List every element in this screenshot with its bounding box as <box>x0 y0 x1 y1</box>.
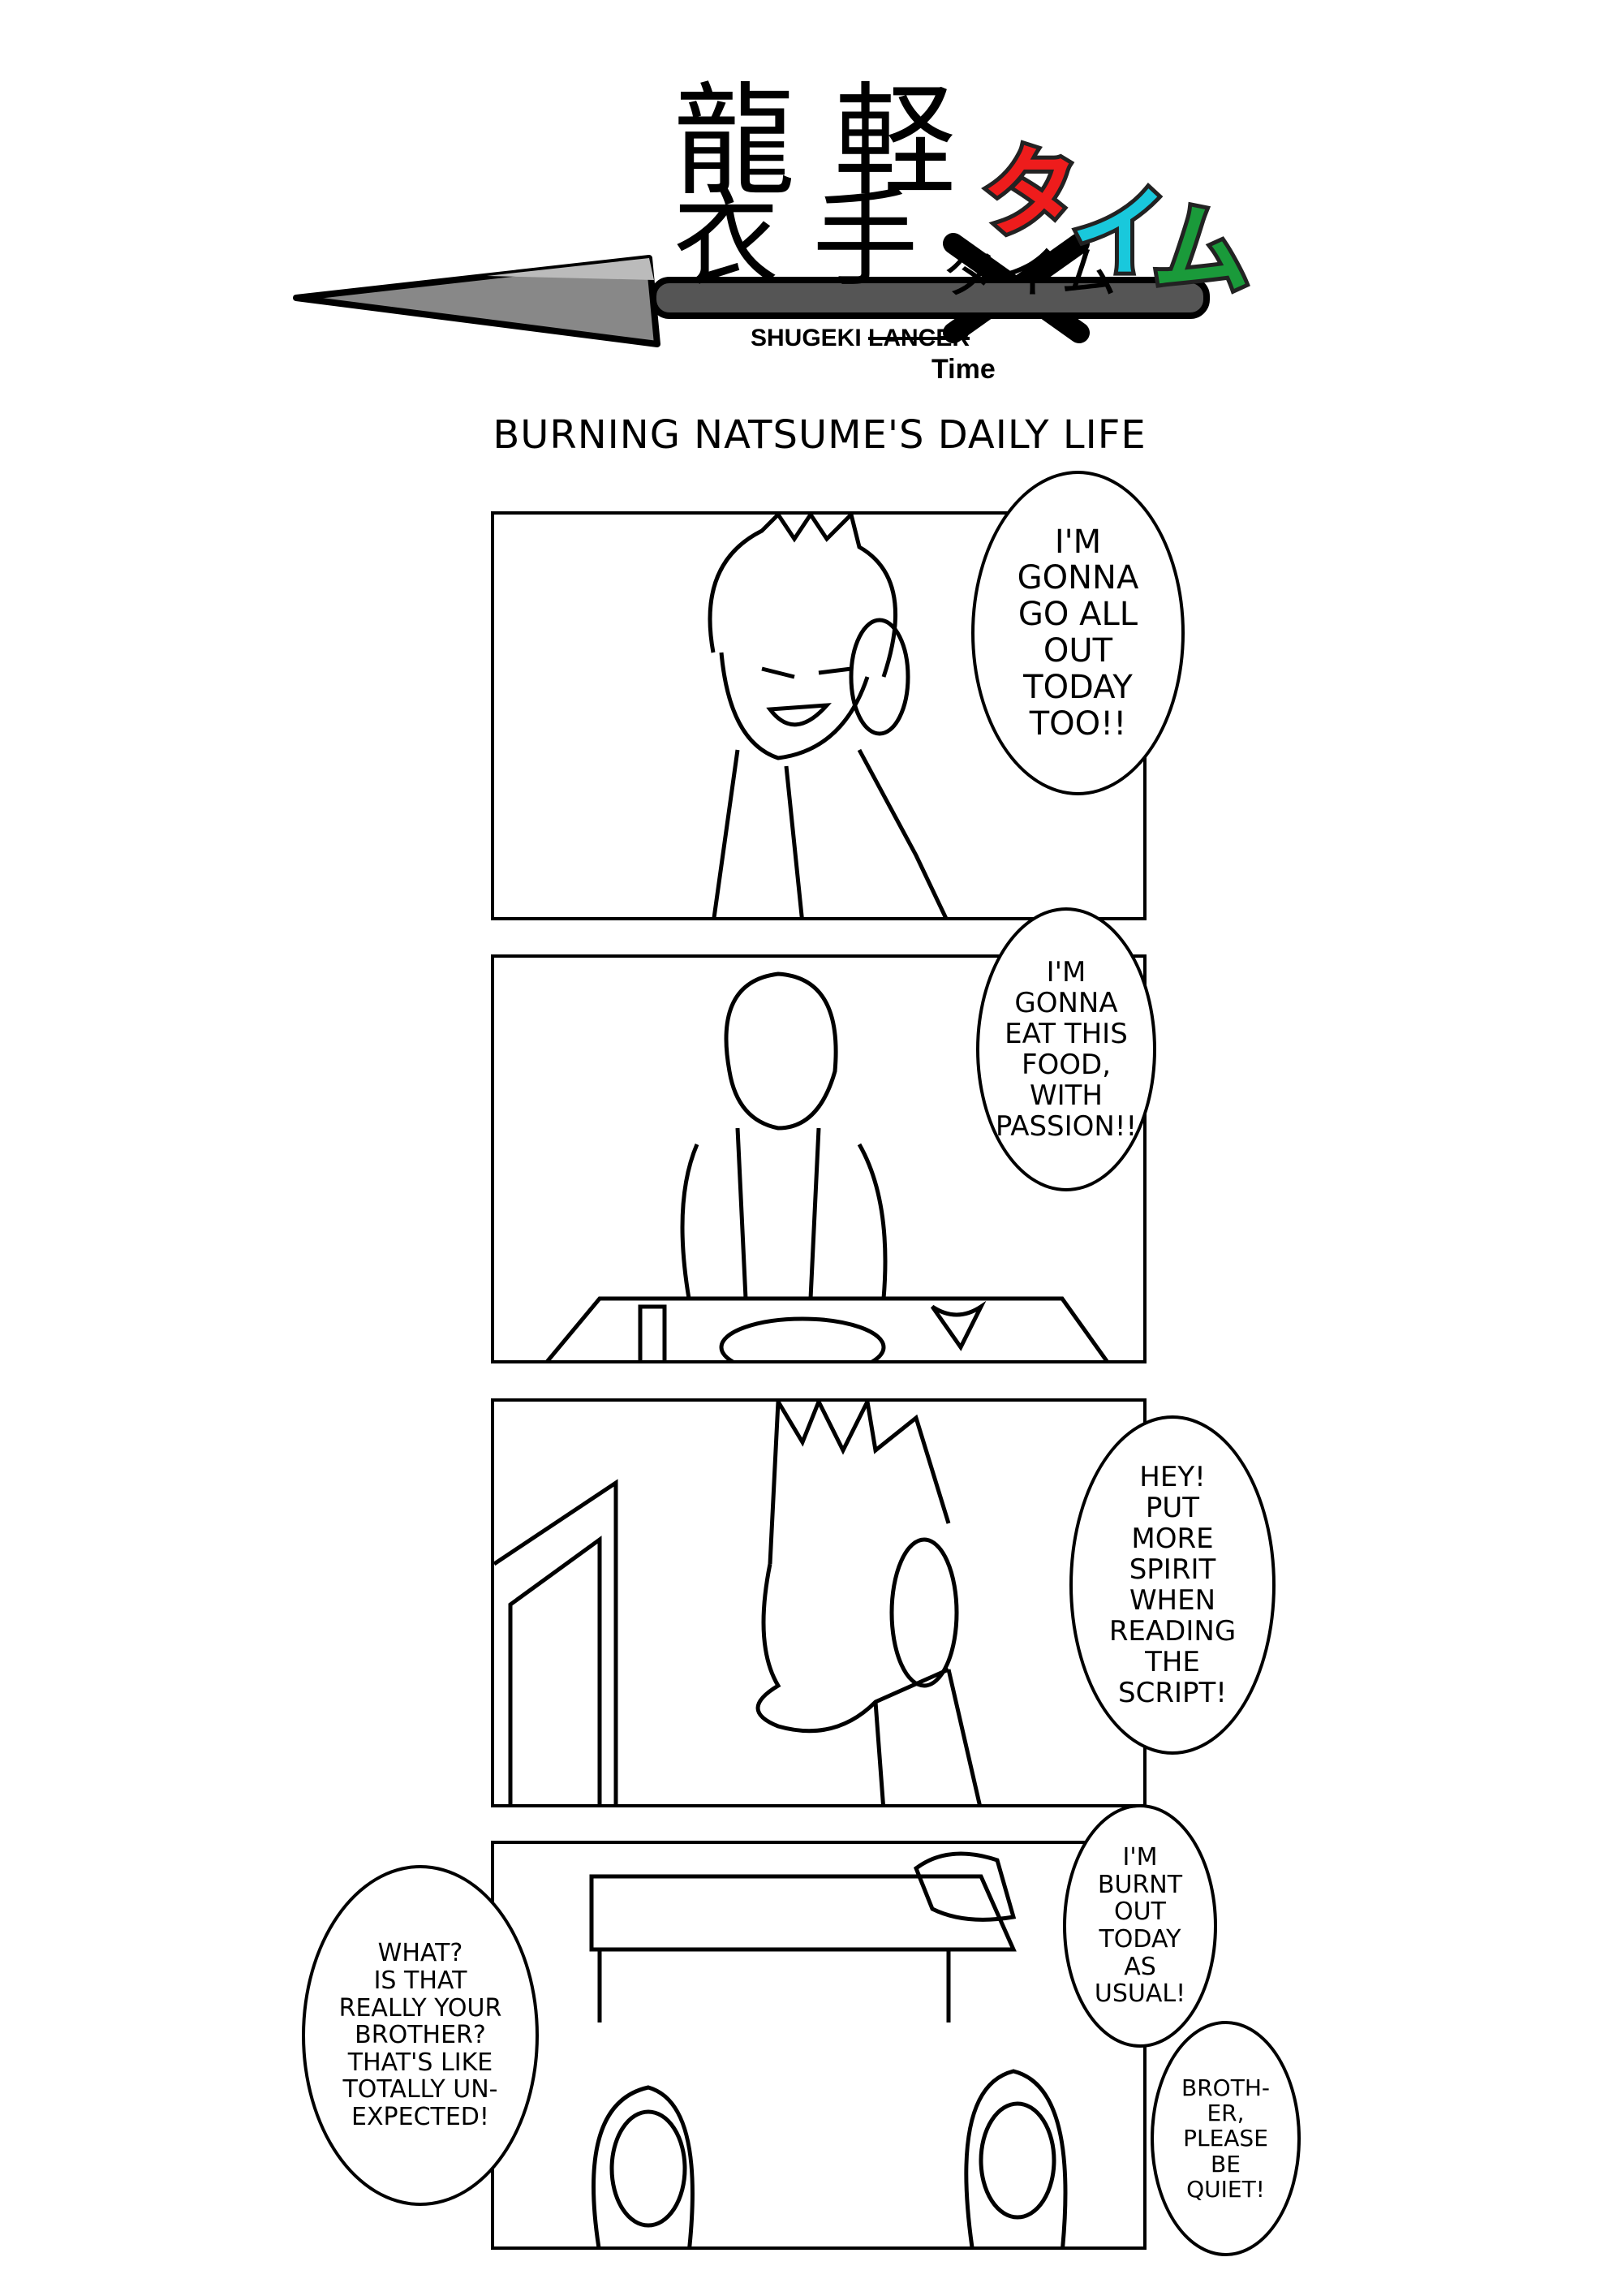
logo-katakana-i: イ <box>1067 174 1172 295</box>
logo-kanji-top: 龍 軽 <box>673 71 956 213</box>
character-natsume-eating <box>545 971 1109 1360</box>
logo-katakana-mu: ム <box>1148 190 1254 311</box>
logo-katakana-ta: タ <box>978 133 1083 254</box>
speech-bubble: I'M BURNT OUT TODAY AS USUAL! <box>1063 1804 1217 2048</box>
logo-crossed-text: タイム <box>941 239 1121 306</box>
logo-subtitle-time: Time <box>931 354 996 385</box>
page-title: BURNING NATSUME'S DAILY LIFE <box>493 412 1147 458</box>
logo-kanji-bottom: 衣 手 <box>673 178 919 301</box>
logo-subtitle: SHUGEKI LANCER <box>751 325 970 352</box>
speech-bubble: BROTH- ER, PLEASE BE QUIET! <box>1151 2021 1301 2256</box>
speech-bubble: I'M GONNA GO ALL OUT TODAY TOO!! <box>971 471 1185 795</box>
comic-panel-4 <box>491 1841 1147 2250</box>
character-natsume-shouting <box>494 1402 982 1804</box>
scene-table-and-sisters <box>589 1851 1068 2246</box>
logo-subtitle-struck: LANCER <box>868 325 970 351</box>
comic-panel-3 <box>491 1398 1147 1807</box>
spear-icon <box>293 233 1210 347</box>
character-natsume-headphones <box>708 515 948 917</box>
speech-bubble: I'M GONNA EAT THIS FOOD, WITH PASSION!! <box>976 907 1156 1191</box>
speech-bubble: WHAT? IS THAT REALLY YOUR BROTHER? THAT'… <box>302 1865 539 2206</box>
logo: 龍 軽 衣 手 タ イ ム タイム SHUGEKI LANCER Time <box>0 0 1622 390</box>
logo-subtitle-main: SHUGEKI <box>751 325 862 351</box>
speech-bubble: HEY! PUT MORE SPIRIT WHEN READING THE SC… <box>1069 1415 1276 1755</box>
